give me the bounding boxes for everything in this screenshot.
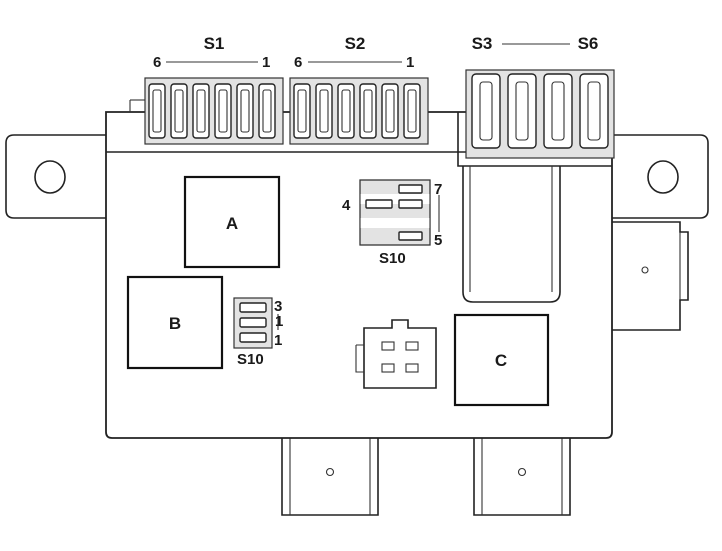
left-mounting-ear [5,134,106,219]
group-s2-left-num: 6 [294,54,302,71]
relay-c-label: C [495,351,507,370]
s1-fuse-5 [170,83,188,139]
fuse-block-s2 [289,77,429,145]
group-s3-label: S3 [472,34,493,53]
relay-b [126,275,224,370]
s10-lower-num-top: 3 [274,298,282,315]
s10-upper-num-top: 7 [434,181,442,198]
s1-fuse-3 [214,83,232,139]
s2-fuse-4 [337,83,355,139]
s1-fuse-2 [236,83,254,139]
s3-fuse [471,73,501,149]
s10-upper-num-left: 4 [342,197,351,214]
s1-fuse-4 [192,83,210,139]
bottom-tab-left [281,436,379,516]
s1-fuse-1 [258,83,276,139]
right-mounting-ear [612,134,709,219]
s2-fuse-slot [341,89,351,133]
relay-c [453,313,550,407]
s2-fuse-3 [359,83,377,139]
s1-fuse-slot [152,89,162,133]
s10-upper-label: S10 [379,250,406,267]
fuse-block-s1 [144,77,284,145]
s1-fuse-slot [218,89,228,133]
s10-lower-label: S10 [237,351,264,368]
relay-b-label: B [169,314,181,333]
s1-fuse-slot [196,89,206,133]
s6-fuse-element [587,81,601,141]
tall-socket [462,166,561,303]
s2-fuse-slot [319,89,329,133]
s5-fuse [543,73,573,149]
group-s2-right-num: 1 [406,54,414,71]
group-s1-label: S1 [204,34,225,53]
connector-plug [355,319,437,389]
s4-fuse [507,73,537,149]
s10-lower-num-mid: 1 [275,313,283,330]
s10-upper-num-bottom: 5 [434,232,442,249]
s1-fuse-slot [240,89,250,133]
s2-fuse-1 [403,83,421,139]
s3-fuse-element [479,81,493,141]
right-side-bracket [612,221,689,331]
group-s1-right-num: 1 [262,54,270,71]
s10-upper-block [359,179,440,246]
group-s1-left-num: 6 [153,54,161,71]
s2-fuse-slot [385,89,395,133]
s2-fuse-6 [293,83,311,139]
s2-fuse-slot [297,89,307,133]
s2-fuse-5 [315,83,333,139]
s1-fuse-slot [262,89,272,133]
s1-fuse-6 [148,83,166,139]
s10-lower-block [233,297,279,349]
s6-fuse [579,73,609,149]
relay-a [183,175,281,269]
group-s6-label: S6 [578,34,599,53]
group-s2-label: S2 [345,34,366,53]
s2-fuse-slot [363,89,373,133]
s1-fuse-slot [174,89,184,133]
s4-fuse-element [515,81,529,141]
bottom-tab-right [473,436,571,516]
s5-fuse-element [551,81,565,141]
relay-a-label: A [226,214,238,233]
fuse-block-s3-s6 [457,69,615,167]
s2-fuse-2 [381,83,399,139]
s2-fuse-slot [407,89,417,133]
s10-lower-num-bottom: 1 [274,332,282,349]
